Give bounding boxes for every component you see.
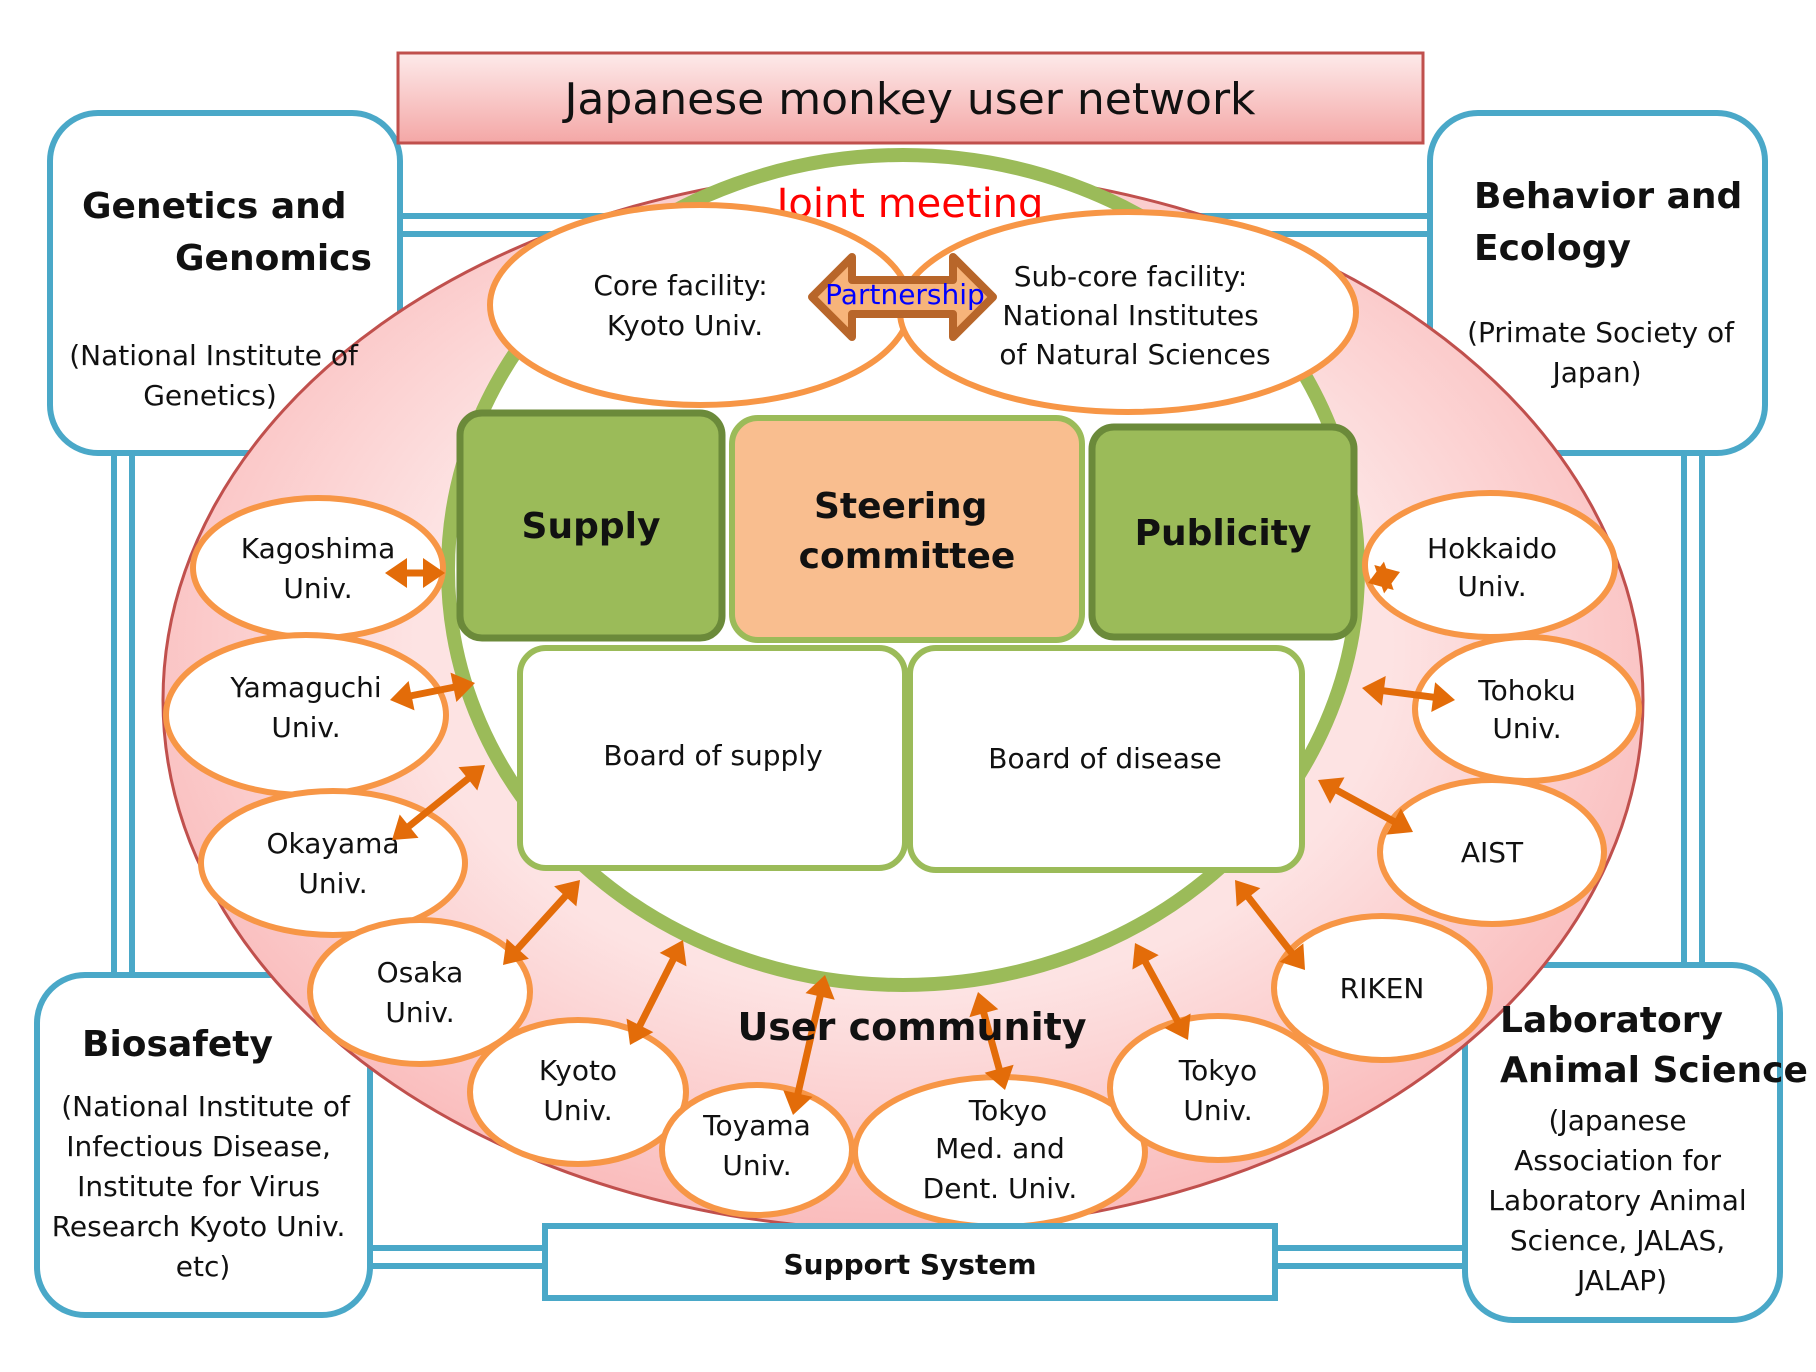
- core-facility-text: Core facility: Kyoto Univ.: [593, 269, 776, 342]
- title-bar: [396, 51, 1425, 145]
- kagoshima-arrow: [385, 558, 445, 588]
- tokyo-node: [1107, 1013, 1329, 1163]
- behavior-org: (Primate Society of Japan): [1467, 316, 1743, 389]
- biosafety-heading: Biosafety: [82, 1024, 273, 1065]
- lab-animal-heading: Laboratory Animal Science: [1500, 1000, 1808, 1091]
- genetics-box: [47, 110, 403, 456]
- publicity-label: Publicity: [1135, 513, 1312, 554]
- lab-animal-org: (Japanese Association for Laboratory Ani…: [1488, 1104, 1755, 1297]
- tokyo-arrow: [1132, 943, 1191, 1040]
- user-community-label: User community: [737, 1005, 1086, 1049]
- toyama-arrow: [783, 975, 835, 1115]
- tohoku-node: [1412, 634, 1642, 784]
- riken-node: [1271, 913, 1493, 1063]
- supply-box: [456, 409, 726, 642]
- publicity-box: [1088, 423, 1358, 641]
- board-of-disease-label: Board of disease: [988, 742, 1221, 775]
- tokyo-med-arrow: [969, 992, 1014, 1090]
- kyoto-node: [467, 1017, 689, 1167]
- riken-arrow: [1235, 880, 1305, 970]
- board-of-disease-box: [907, 645, 1305, 873]
- hokkaido-arrow: [1368, 561, 1400, 594]
- subcore-facility-text: Sub-core facility: National Institutes o…: [999, 260, 1270, 371]
- genetics-org: (National Institute of Genetics): [69, 339, 367, 412]
- behavior-heading: Behavior and Ecology: [1474, 176, 1755, 269]
- okayama-arrow: [392, 765, 485, 840]
- university-nodes: [163, 490, 1642, 1230]
- osaka-arrow: [503, 880, 580, 965]
- toyama-node: [659, 1082, 855, 1218]
- lab-animal-box: [1462, 962, 1783, 1323]
- genetics-heading: Genetics and Genomics: [82, 186, 372, 279]
- hokkaido-node: [1362, 490, 1618, 640]
- biosafety-box: [34, 972, 373, 1318]
- title-text: Japanese monkey user network: [561, 74, 1256, 125]
- aist-label: AIST: [1461, 836, 1524, 869]
- biosafety-org: (National Institute of Infectious Diseas…: [52, 1090, 359, 1283]
- tohoku-arrow: [1362, 675, 1455, 713]
- osaka-node: [307, 917, 533, 1067]
- aist-arrow: [1318, 777, 1413, 835]
- steering-box: [729, 415, 1085, 643]
- board-of-supply-label: Board of supply: [603, 739, 822, 772]
- behavior-box: [1427, 110, 1768, 456]
- riken-label: RIKEN: [1340, 972, 1425, 1005]
- connector-arrows: [385, 558, 1455, 1115]
- partnership-arrow: [808, 253, 997, 341]
- support-system-label: Support System: [784, 1248, 1037, 1281]
- partnership-label: Partnership: [825, 278, 985, 311]
- steering-label: Steering committee: [799, 486, 1016, 577]
- yamaguchi-arrow: [390, 672, 475, 711]
- supply-label: Supply: [522, 506, 661, 547]
- support-system-box: [542, 1223, 1278, 1301]
- board-of-supply-box: [517, 645, 908, 871]
- kyoto-arrow: [626, 940, 687, 1045]
